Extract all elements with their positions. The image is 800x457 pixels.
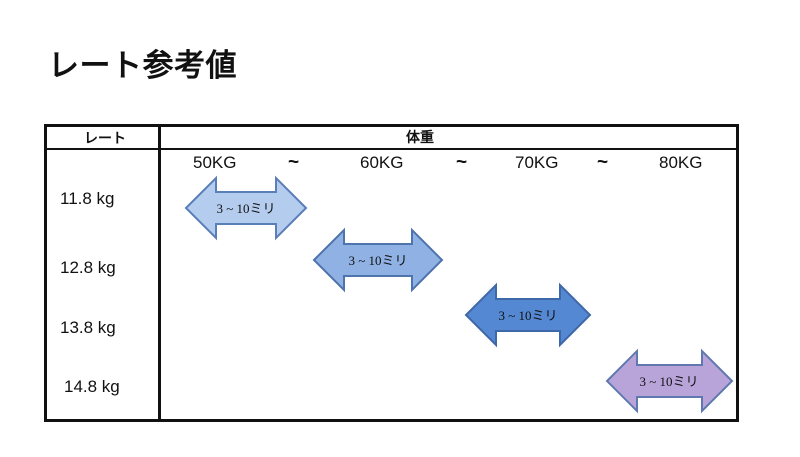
weight-label-60: 60KG (360, 153, 404, 172)
rate-label-11-8: 11.8 kg (60, 189, 115, 208)
double-arrow-shape (312, 227, 444, 293)
header-weight: 体重 (406, 130, 434, 146)
range-arrow-row-2: 3 ~ 10ミリ (312, 227, 444, 293)
rate-label-14-8: 14.8 kg (64, 377, 120, 396)
weight-label-50: 50KG (193, 153, 237, 172)
double-arrow-shape (464, 282, 592, 348)
header-divider (44, 148, 739, 150)
range-arrow-row-1: 3 ~ 10ミリ (184, 175, 308, 241)
double-arrow-shape (184, 175, 308, 241)
double-arrow-shape (605, 348, 734, 414)
rate-label-13-8: 13.8 kg (60, 318, 116, 337)
rate-label-12-8: 12.8 kg (60, 258, 116, 277)
weight-label-80: 80KG (659, 153, 703, 172)
arrow-label: 3 ~ 10ミリ (348, 253, 407, 268)
range-arrow-row-3: 3 ~ 10ミリ (464, 282, 592, 348)
range-separator: ~ (456, 152, 468, 173)
column-divider (158, 124, 161, 422)
range-separator: ~ (597, 152, 609, 173)
range-separator: ~ (288, 152, 300, 173)
arrow-label: 3 ~ 10ミリ (216, 201, 275, 216)
range-arrow-row-4: 3 ~ 10ミリ (605, 348, 734, 414)
arrow-label: 3 ~ 10ミリ (639, 374, 698, 389)
page-title: レート参考値 (48, 48, 237, 84)
rate-table (44, 124, 739, 422)
header-rate: レート (84, 131, 126, 147)
weight-label-70: 70KG (515, 153, 559, 172)
arrow-label: 3 ~ 10ミリ (498, 308, 557, 323)
